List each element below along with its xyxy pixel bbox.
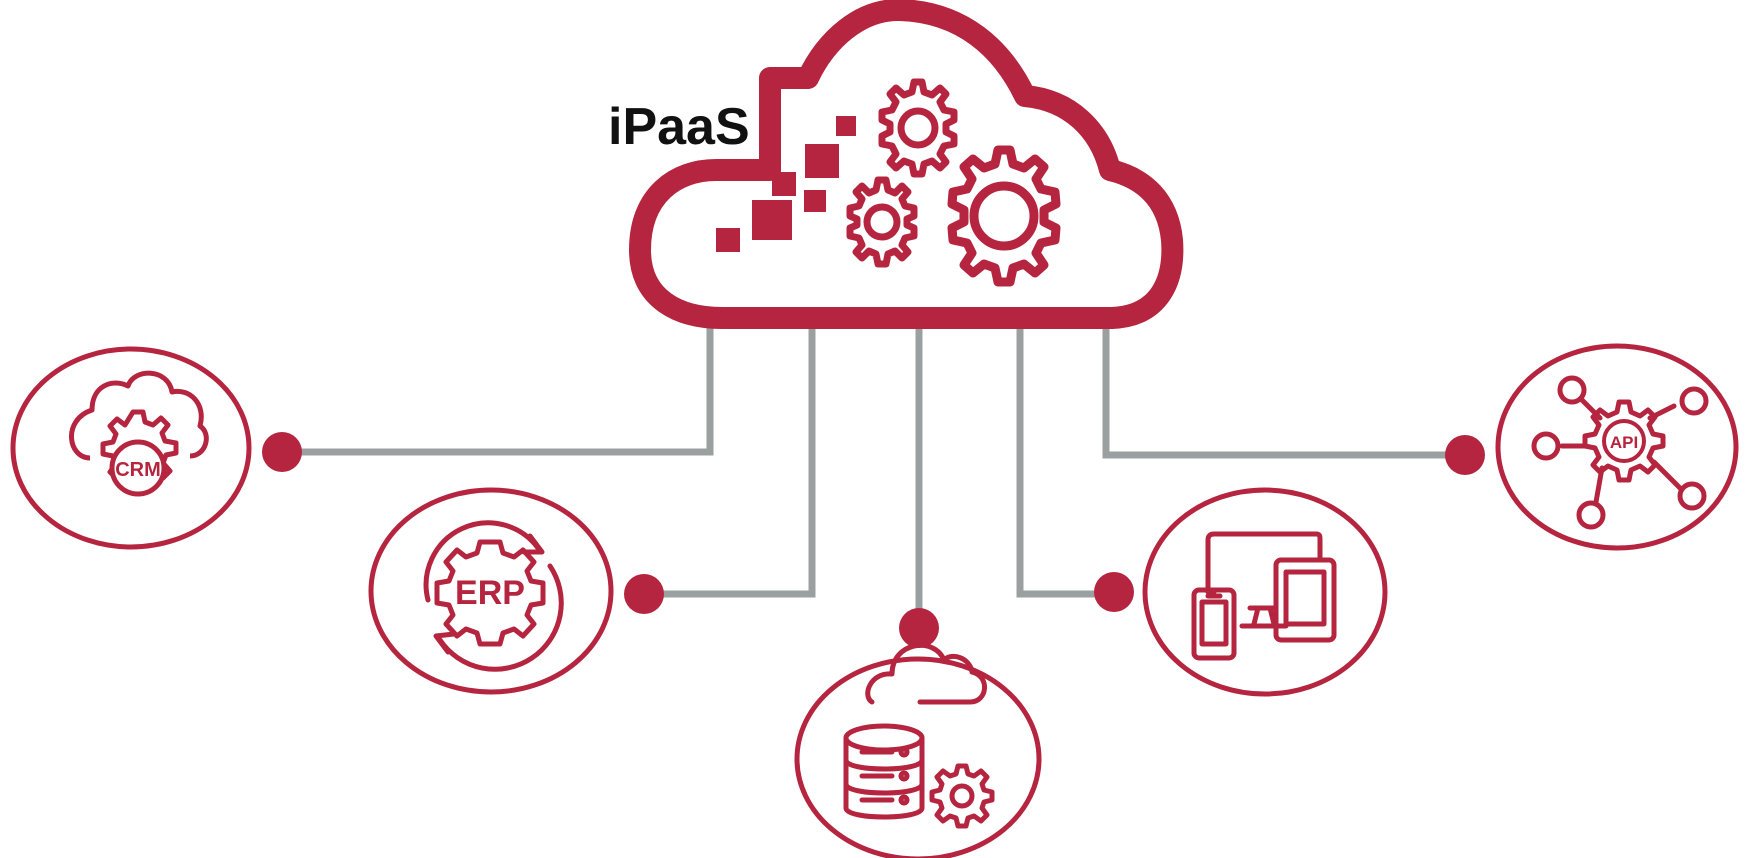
database-cloud-gear-icon <box>843 642 995 829</box>
api-network-icon <box>1531 375 1709 530</box>
devices-icon <box>1191 531 1337 661</box>
node-data <box>794 642 1042 858</box>
gear-icon-small-bottom <box>846 176 918 268</box>
node-devices-ellipse <box>1142 487 1388 697</box>
gear-icon-small-top <box>878 78 958 178</box>
crm-badge-ring <box>109 439 167 497</box>
gear-icon-large <box>947 145 1061 287</box>
node-data-ellipse <box>794 656 1042 858</box>
node-crm: CRM <box>10 346 252 550</box>
node-api: API <box>1495 343 1739 551</box>
dot-data <box>899 608 939 648</box>
node-api-label: API <box>1610 433 1638 452</box>
dot-erp <box>624 574 664 614</box>
node-api-ellipse <box>1495 343 1739 551</box>
connector-dots <box>262 432 1485 648</box>
pixel-squares <box>712 116 856 252</box>
api-badge-ring <box>1602 419 1646 463</box>
dot-crm <box>262 432 302 472</box>
dot-devices <box>1094 572 1134 612</box>
connectors <box>284 318 1462 628</box>
ipaas-cloud <box>629 0 1184 329</box>
node-erp: ERP <box>368 487 614 695</box>
node-erp-ellipse <box>368 487 614 695</box>
connector-erp <box>644 318 816 598</box>
node-erp-label: ERP <box>455 574 525 612</box>
cloud-outline <box>629 0 1184 329</box>
diagram-title: iPaaS <box>608 98 750 156</box>
connector-crm <box>284 318 714 456</box>
connector-devices <box>1016 318 1112 598</box>
erp-cycle-icon <box>423 520 564 672</box>
dot-api <box>1445 435 1485 475</box>
connector-api <box>1102 318 1462 459</box>
node-devices <box>1142 487 1388 697</box>
node-crm-label: CRM <box>115 459 161 481</box>
node-crm-ellipse <box>10 346 252 550</box>
